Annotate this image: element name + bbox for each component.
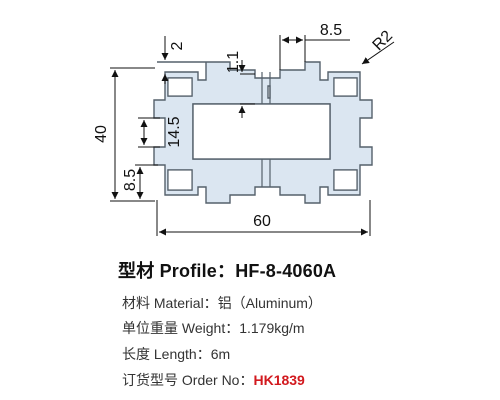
dim-corner-radius: R2 (370, 28, 397, 55)
dimension-lines (110, 35, 395, 236)
dim-slot-height: 14.5 (166, 116, 183, 147)
spec-length: 长度 Length：6m (122, 344, 230, 364)
corner-cavity-tl (167, 77, 193, 97)
dim-center-gap: 1.1 (225, 51, 242, 73)
spec-length-value: 6m (210, 346, 231, 362)
dim-wall-thickness: 2 (169, 41, 186, 50)
spec-weight-label: 单位重量 Weight： (122, 320, 240, 336)
spec-weight-value: 1.179kg/m (239, 320, 305, 336)
order-number: HK1839 (253, 372, 305, 388)
profile-cross-section (153, 61, 373, 204)
spec-order: 订货型号 Order No：HK1839 (122, 370, 305, 390)
corner-cavity-br (333, 169, 358, 191)
profile-drawing: 2 1.1 8.5 R2 40 14.5 8.5 60 (93, 22, 397, 236)
center-cavity (192, 103, 331, 160)
spec-weight: 单位重量 Weight：1.179kg/m (122, 318, 305, 338)
spec-material-label: 材料 Material： (122, 295, 218, 311)
spec-length-label: 长度 Length： (122, 346, 211, 362)
dim-height: 40 (93, 125, 110, 143)
top-center-web (261, 72, 271, 104)
spec-order-label: 订货型号 Order No： (122, 372, 254, 388)
bottom-center-web (261, 159, 271, 187)
dim-slot-pitch: 8.5 (320, 22, 342, 39)
corner-cavity-bl (167, 169, 193, 191)
dim-slot-offset: 8.5 (122, 169, 139, 191)
dim-width: 60 (253, 213, 271, 230)
corner-cavity-tr (333, 77, 358, 97)
spec-material-value: 铝（Aluminum） (217, 295, 322, 311)
profile-title: 型材 Profile：HF-8-4060A (118, 261, 337, 281)
spec-material: 材料 Material：铝（Aluminum） (122, 293, 322, 313)
